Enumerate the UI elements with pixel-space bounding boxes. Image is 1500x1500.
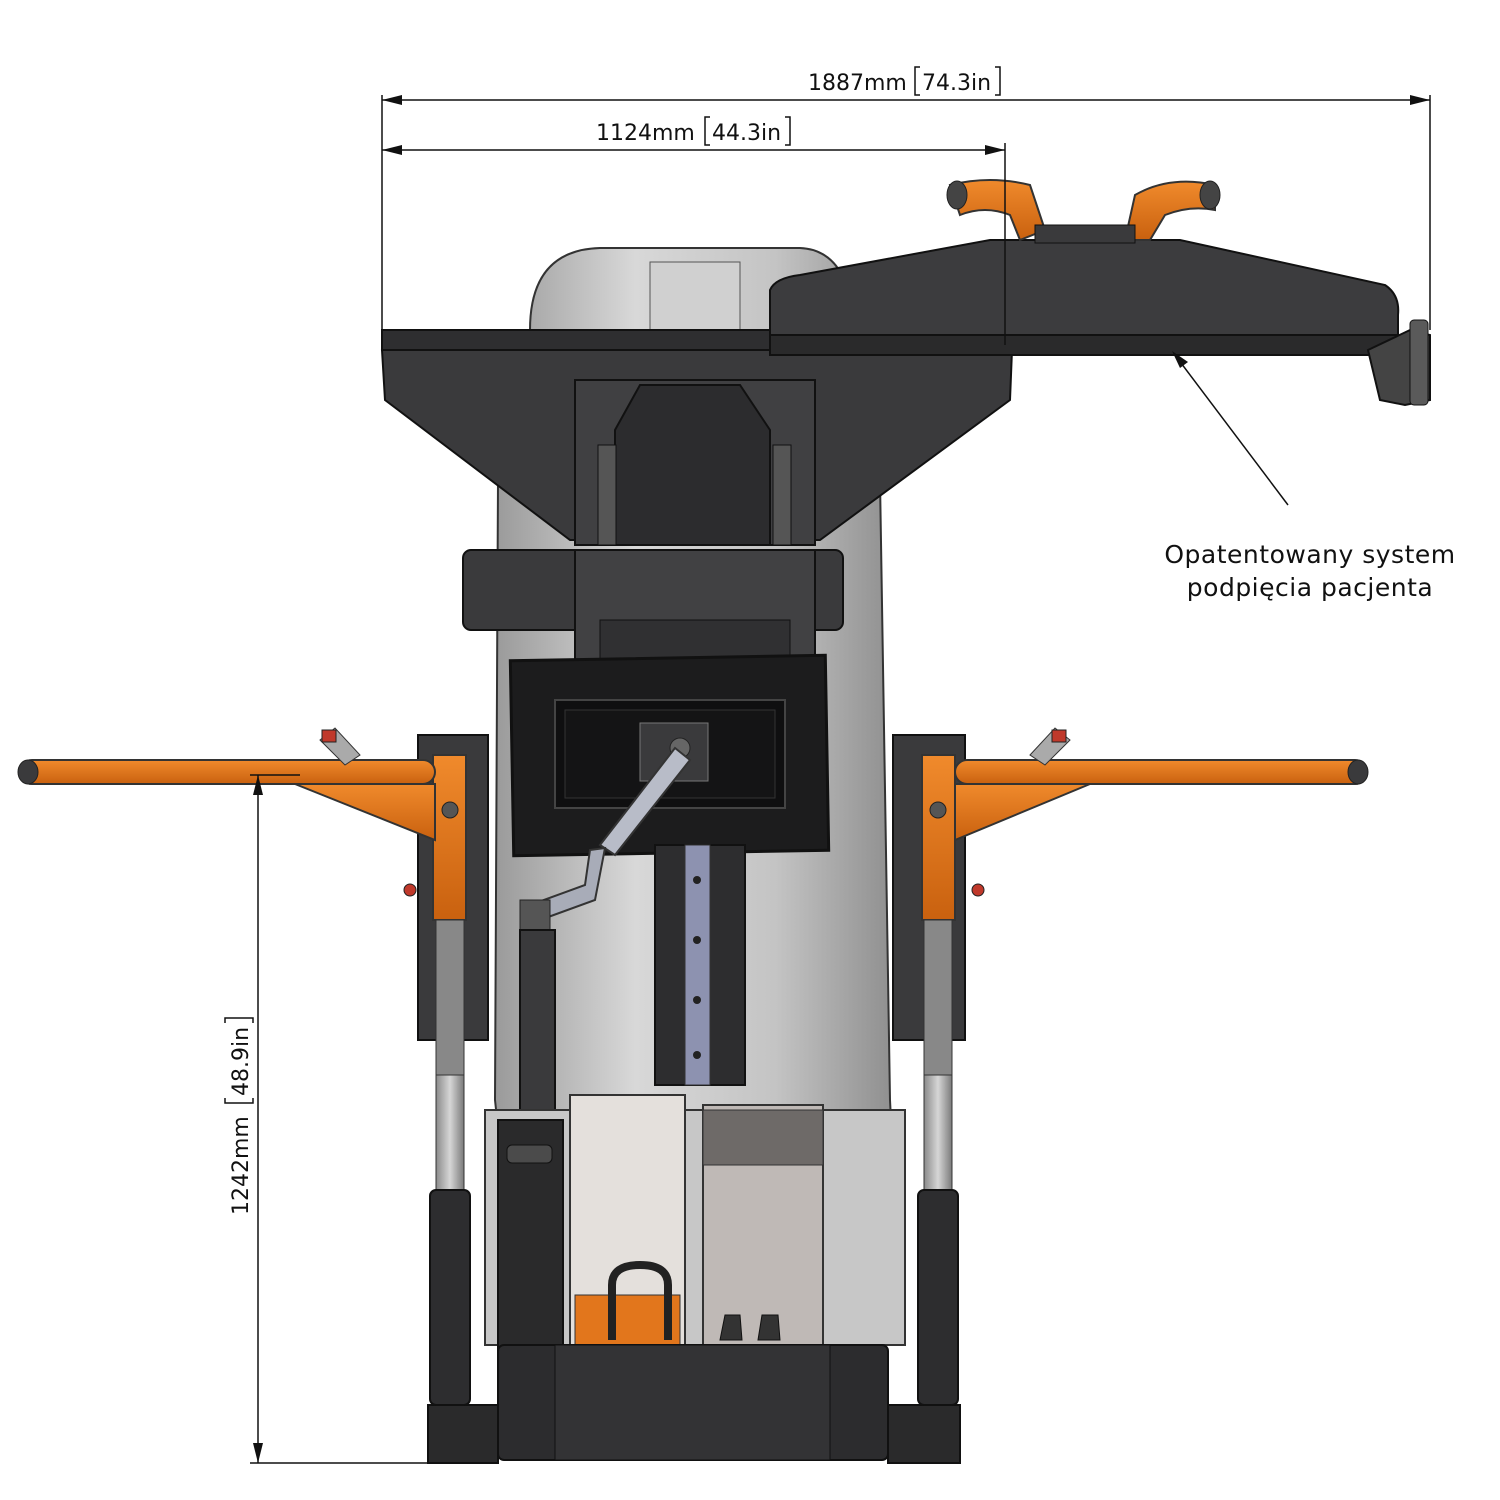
patient-attachment-arm: [769, 239, 1431, 407]
cradle-bridge: [1034, 224, 1136, 244]
callout-line-1: Opatentowany system: [1164, 540, 1456, 569]
side-post-left: [403, 734, 489, 1406]
lower-body: [484, 1094, 906, 1351]
dimension-platform-width: 1124mm 44.3in: [382, 116, 1006, 345]
handrail-left: [17, 727, 436, 842]
dimension-handrail-height: 1242mm 48.9in: [224, 774, 498, 1464]
mid-block: [462, 549, 844, 666]
dim-height-mm: 1242mm: [229, 1116, 254, 1215]
callout-leader: [1172, 351, 1289, 506]
patient-cradle-right: [1123, 180, 1221, 241]
side-post-right: [892, 734, 985, 1406]
dimension-overall-width: 1887mm 74.3in: [381, 66, 1431, 330]
dim-platform-mm: 1124mm: [596, 121, 695, 146]
dim-platform-in: 44.3in: [712, 121, 781, 146]
callout-line-2: podpięcia pacjenta: [1186, 573, 1434, 602]
patient-cradle-left: [946, 179, 1047, 242]
top-platform: [380, 329, 1014, 546]
base-plate: [427, 1344, 961, 1464]
dim-height-in: 48.9in: [229, 1027, 254, 1096]
dim-overall-in: 74.3in: [922, 71, 991, 96]
handrail-right: [954, 727, 1369, 842]
callout-label: Opatentowany system podpięcia pacjenta: [1120, 538, 1500, 604]
central-column: [654, 844, 746, 1086]
dim-overall-mm: 1887mm: [808, 71, 907, 96]
monitor-arm: [519, 746, 692, 1116]
